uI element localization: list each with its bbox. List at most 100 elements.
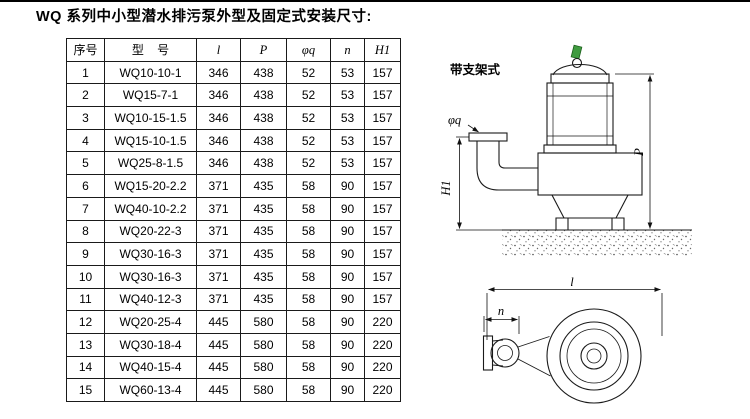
- table-cell: 346: [196, 60, 241, 85]
- table-cell: 90: [330, 287, 365, 312]
- table-cell: 435: [240, 287, 287, 312]
- table-cell: 157: [364, 264, 401, 289]
- table-cell: 11: [66, 287, 105, 312]
- table-cell: 445: [196, 355, 241, 380]
- base-feet: [555, 217, 625, 231]
- table-cell: 371: [196, 264, 241, 289]
- table-cell: 438: [240, 60, 287, 85]
- technical-drawing: 带支架式 φq H1 P: [439, 44, 692, 404]
- table-cell: 220: [364, 378, 401, 402]
- ground-hatch: [502, 230, 692, 257]
- table-cell: 435: [240, 174, 287, 198]
- table-cell: 90: [330, 196, 365, 221]
- table-cell: 371: [196, 219, 241, 244]
- table-cell: 157: [364, 196, 401, 221]
- table-cell: 220: [364, 332, 401, 357]
- table-cell: 435: [240, 264, 287, 289]
- volute-circle-3: [566, 328, 622, 384]
- table-cell: 9: [66, 242, 105, 266]
- column-header: 型 号: [104, 38, 197, 62]
- table-cell: 90: [330, 310, 365, 334]
- pump-casing: [537, 152, 643, 196]
- pump-handle: [552, 64, 608, 76]
- table-cell: 14: [66, 355, 105, 380]
- inlet-pipe-outer: [490, 338, 520, 368]
- phi-q-leader-line: [467, 124, 479, 133]
- volute-circle-4: [580, 342, 608, 370]
- table-cell: 580: [240, 378, 287, 402]
- inlet-pipe-bore: [497, 345, 513, 361]
- dimension-phi-q: [467, 124, 479, 133]
- p-label: P: [632, 148, 646, 157]
- table-cell: 346: [196, 83, 241, 108]
- dimension-h1: [456, 136, 503, 231]
- table-cell: 371: [196, 174, 241, 198]
- table-cell: 438: [240, 106, 287, 130]
- table-cell: 58: [286, 310, 331, 334]
- table-cell: 58: [286, 264, 331, 289]
- page-title: WQ 系列中小型潜水排污泵外型及固定式安装尺寸:: [36, 9, 372, 25]
- table-cell: WQ10-10-1: [104, 60, 197, 85]
- n-extension-lines: [483, 316, 520, 334]
- table-cell: 52: [286, 106, 331, 130]
- dimension-p: [615, 73, 654, 229]
- dimension-n: [483, 316, 520, 334]
- table-cell: 90: [330, 378, 365, 402]
- table-cell: 438: [240, 83, 287, 108]
- outlet-flange: [468, 132, 508, 142]
- seal-chamber: [543, 144, 617, 154]
- table-cell: 157: [364, 106, 401, 130]
- table-cell: WQ25-8-1.5: [104, 151, 197, 176]
- table-cell: 157: [364, 151, 401, 176]
- outlet-elbow: [476, 141, 538, 191]
- volute-circle-5: [586, 348, 602, 364]
- table-cell: 157: [364, 128, 401, 153]
- table-cell: 90: [330, 264, 365, 289]
- cable-gland-icon: [570, 44, 583, 60]
- table-cell: 53: [330, 151, 365, 176]
- table-cell: 157: [364, 287, 401, 312]
- table-cell: 90: [330, 242, 365, 266]
- table-cell: 157: [364, 60, 401, 85]
- motor-detail-lines: [547, 83, 613, 145]
- table-cell: 90: [330, 219, 365, 244]
- top-border-line: [0, 0, 750, 2]
- table-cell: 7: [66, 196, 105, 221]
- table-cell: 90: [330, 174, 365, 198]
- dimension-l: [486, 287, 663, 340]
- table-cell: 371: [196, 196, 241, 221]
- table-cell: 371: [196, 287, 241, 312]
- motor-top-cap: [550, 73, 610, 84]
- table-cell: 58: [286, 242, 331, 266]
- volute-outer-circle: [546, 308, 642, 404]
- table-cell: 580: [240, 310, 287, 334]
- table-cell: 435: [240, 219, 287, 244]
- table-cell: 220: [364, 355, 401, 380]
- table-cell: 580: [240, 332, 287, 357]
- table-cell: WQ40-12-3: [104, 287, 197, 312]
- table-cell: 90: [330, 332, 365, 357]
- column-header: φq: [286, 38, 331, 62]
- table-cell: 58: [286, 219, 331, 244]
- table-cell: 580: [240, 355, 287, 380]
- table-cell: 1: [66, 60, 105, 85]
- inlet-flange: [482, 335, 494, 371]
- h1-extension-lines: [456, 136, 503, 231]
- table-cell: 52: [286, 128, 331, 153]
- lifting-eye-icon: [571, 57, 583, 69]
- table-cell: 2: [66, 83, 105, 108]
- table-cell: WQ10-15-1.5: [104, 106, 197, 130]
